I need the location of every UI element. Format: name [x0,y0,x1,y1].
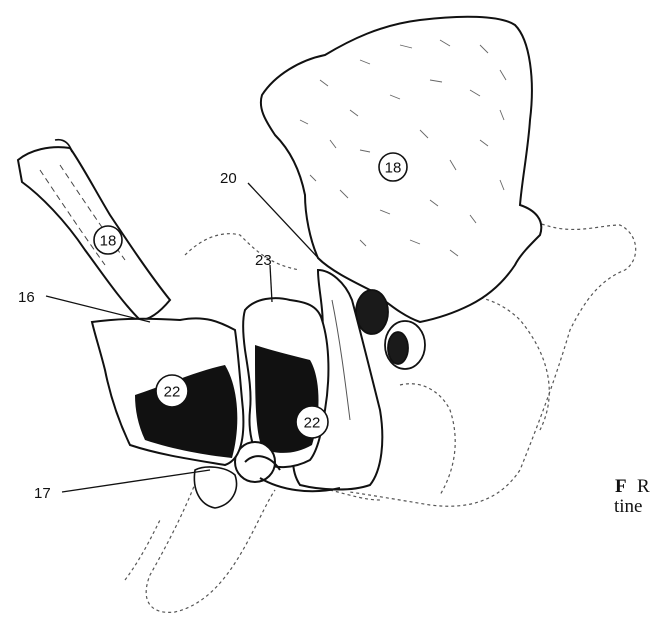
label-23: 23 [255,252,272,269]
label-22-left: 22 [164,384,181,401]
caption-letter: F [615,476,627,497]
figure-caption: F R tine [614,476,650,517]
label-18-left: 18 [100,233,117,250]
lower-foot [194,467,236,508]
bone-18-left [18,140,170,320]
label-17: 17 [34,485,51,502]
caption-line1: R [637,476,650,497]
circled-label-22-center: 22 [296,406,328,438]
circled-label-18-upper: 18 [379,153,407,181]
label-18-upper: 18 [385,160,402,177]
circled-label-22-left: 22 [156,375,188,407]
label-20: 20 [220,170,237,187]
caption-line2: tine [614,496,643,517]
label-16: 16 [18,289,35,306]
label-22-center: 22 [304,415,321,432]
circled-label-18-left: 18 [94,226,122,254]
